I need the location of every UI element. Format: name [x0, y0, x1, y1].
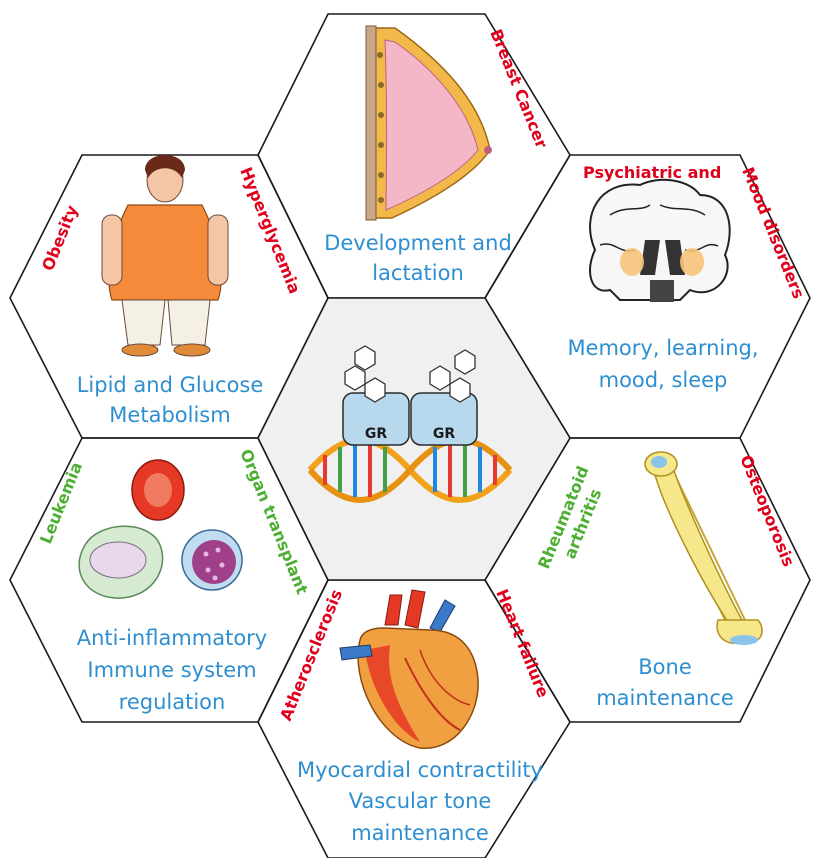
disease-label-osteoporosis: Osteoporosis [736, 452, 798, 569]
function-bottom-line-1: Myocardial contractility [297, 758, 543, 782]
brain-section-icon [589, 178, 731, 302]
disease-label-heart-failure: Heart failure [492, 586, 553, 700]
function-top-line-1: Development and [324, 231, 512, 255]
blood-cells-icon [78, 459, 243, 599]
disease-label-mood-disorders: Mood disorders [738, 164, 808, 301]
heart-icon [339, 589, 479, 749]
function-top-line-2: lactation [372, 261, 464, 285]
steroid-molecule-icon [344, 345, 476, 403]
function-upper-left-line-2: Metabolism [109, 403, 230, 427]
bone-icon [644, 451, 763, 645]
function-lower-left-line-3: regulation [119, 690, 226, 714]
gr-label-left: GR [365, 426, 387, 442]
disease-label-psychiatric: Psychiatric and [583, 163, 721, 182]
function-lower-right-line-1: Bone [638, 655, 691, 679]
function-lower-right-line-2: maintenance [596, 686, 734, 710]
gr-label-right: GR [433, 426, 455, 442]
function-upper-right-line-1: Memory, learning, [567, 336, 758, 360]
function-lower-left-line-1: Anti-inflammatory [77, 626, 268, 650]
function-upper-right-line-2: mood, sleep [599, 368, 728, 392]
disease-label-obesity: Obesity [38, 202, 82, 274]
function-bottom-line-2: Vascular tone [349, 789, 492, 813]
function-upper-left-line-1: Lipid and Glucose [77, 373, 264, 397]
function-bottom-line-3: maintenance [351, 821, 489, 845]
disease-label-atherosclerosis: Atherosclerosis [276, 587, 346, 724]
dna-helix-icon [307, 437, 513, 503]
obese-person-icon [101, 155, 229, 357]
disease-label-leukemia: Leukemia [36, 459, 86, 546]
gr-receptor-icon [342, 392, 478, 446]
function-lower-left-line-2: Immune system [87, 658, 256, 682]
breast-tissue-icon [365, 25, 492, 221]
disease-label-breast-cancer: Breast Cancer [486, 26, 551, 151]
